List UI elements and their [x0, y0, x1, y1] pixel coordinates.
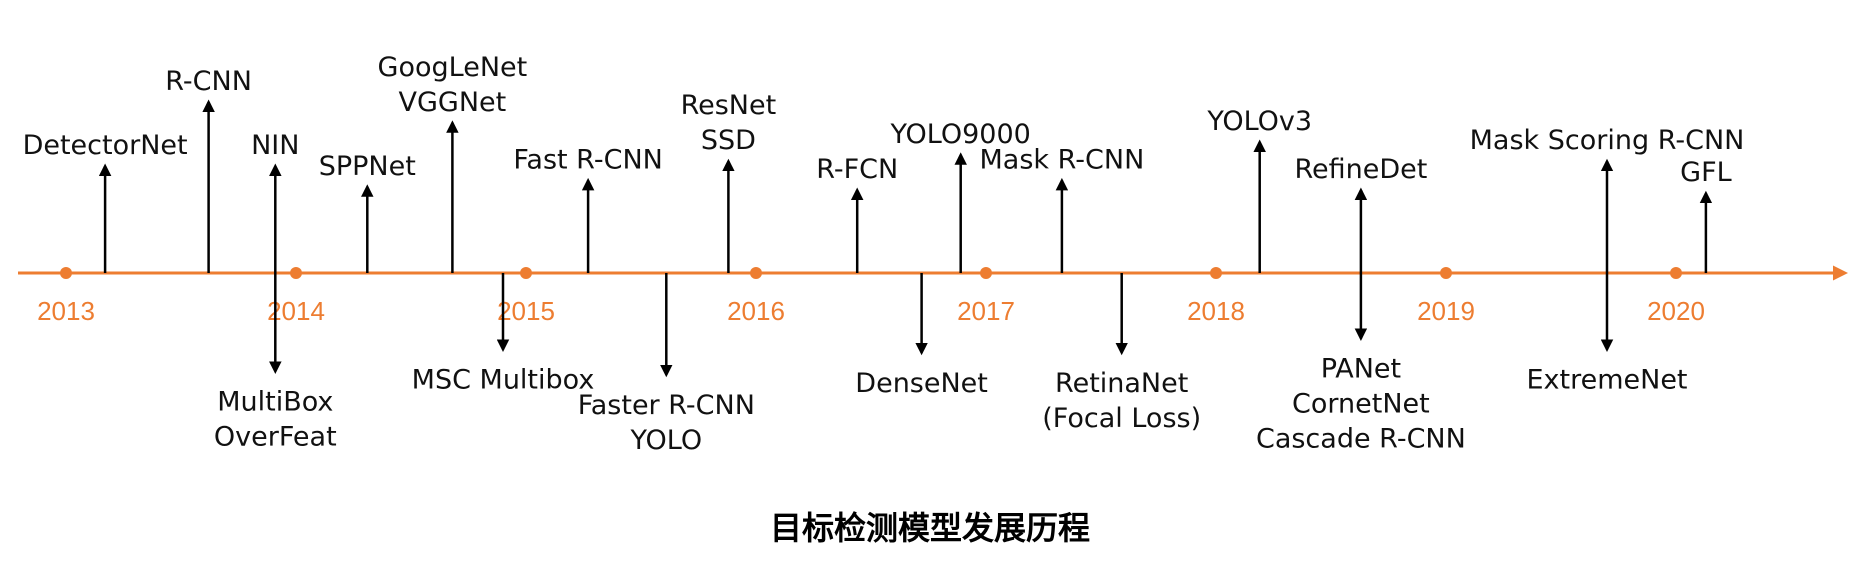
- event-retinanet: RetinaNet (Focal Loss): [1042, 273, 1201, 434]
- event-maskscoring: Mask Scoring R-CNN: [1470, 125, 1745, 273]
- event-yolov3: YOLOv3: [1206, 106, 1312, 273]
- label-line: SPPNet: [319, 151, 416, 182]
- event-densenet: DenseNet: [855, 273, 988, 399]
- event-msc: MSC Multibox: [412, 273, 595, 396]
- year-dot-2013: [60, 267, 72, 279]
- label-line: R-FCN: [816, 154, 898, 185]
- year-dot-2019: [1440, 267, 1452, 279]
- label-line: DetectorNet: [23, 130, 188, 161]
- year-dot-2015: [520, 267, 532, 279]
- year-label-2019: 2019: [1417, 296, 1475, 326]
- label-gfl: GFL: [1680, 157, 1732, 188]
- label-line: GoogLeNet: [378, 52, 528, 83]
- event-detectornet: DetectorNet: [23, 130, 188, 273]
- label-line: RefineDet: [1294, 154, 1427, 185]
- year-label-2017: 2017: [957, 296, 1015, 326]
- year-dot-2014: [290, 267, 302, 279]
- year-label-2016: 2016: [727, 296, 785, 326]
- year-dot-2020: [1670, 267, 1682, 279]
- label-line: PANet: [1321, 354, 1401, 385]
- year-label-2014: 2014: [267, 296, 325, 326]
- label-maskrcnn: Mask R-CNN: [980, 144, 1145, 175]
- label-sppnet: SPPNet: [319, 151, 416, 182]
- label-line: SSD: [701, 125, 756, 156]
- label-rfcn: R-FCN: [816, 154, 898, 185]
- label-line: RetinaNet: [1055, 368, 1188, 399]
- diagram-title: 目标检测模型发展历程: [770, 509, 1090, 547]
- label-line: VGGNet: [399, 87, 507, 118]
- year-dot-2018: [1210, 267, 1222, 279]
- label-detectornet: DetectorNet: [23, 130, 188, 161]
- label-line: CornetNet: [1292, 389, 1430, 420]
- label-line: ExtremeNet: [1526, 365, 1687, 396]
- label-line: ResNet: [681, 90, 777, 121]
- year-label-2018: 2018: [1187, 296, 1245, 326]
- event-fastrcnn: Fast R-CNN: [513, 144, 663, 273]
- event-yolo9000: YOLO9000: [890, 119, 1031, 273]
- year-markers: 2013 2014 2015 2016 2017 2018 2019 2020: [37, 267, 1705, 326]
- label-maskscoring: Mask Scoring R-CNN: [1470, 125, 1745, 156]
- year-dot-2016: [750, 267, 762, 279]
- label-rcnn: R-CNN: [165, 66, 252, 97]
- label-msc: MSC Multibox: [412, 365, 595, 396]
- label-line: Faster R-CNN: [578, 390, 755, 421]
- label-line: Cascade R-CNN: [1256, 424, 1466, 455]
- label-yolo9000: YOLO9000: [890, 119, 1031, 150]
- year-label-2015: 2015: [497, 296, 555, 326]
- label-yolov3: YOLOv3: [1206, 106, 1312, 137]
- label-fastrcnn: Fast R-CNN: [513, 144, 663, 175]
- event-sppnet: SPPNet: [319, 151, 416, 273]
- label-line: MSC Multibox: [412, 365, 595, 396]
- label-line: (Focal Loss): [1042, 403, 1201, 434]
- year-dot-2017: [980, 267, 992, 279]
- year-label-2013: 2013: [37, 296, 95, 326]
- label-line: Mask Scoring R-CNN: [1470, 125, 1745, 156]
- label-line: MultiBox: [217, 387, 333, 418]
- year-label-2020: 2020: [1647, 296, 1705, 326]
- label-line: OverFeat: [214, 422, 337, 453]
- label-densenet: DenseNet: [855, 368, 988, 399]
- event-extremenet: ExtremeNet: [1526, 273, 1688, 396]
- event-maskrcnn: Mask R-CNN: [980, 144, 1145, 273]
- label-line: DenseNet: [855, 368, 988, 399]
- label-nin: NIN: [251, 130, 299, 161]
- label-line: NIN: [251, 130, 299, 161]
- event-gfl: GFL: [1680, 157, 1732, 273]
- label-line: YOLO: [629, 425, 702, 456]
- event-rcnn: R-CNN: [165, 66, 252, 273]
- event-refinedet: RefineDet: [1294, 154, 1427, 273]
- label-line: YOLO9000: [890, 119, 1031, 150]
- label-line: YOLOv3: [1206, 106, 1312, 137]
- event-rfcn: R-FCN: [816, 154, 898, 273]
- label-extremenet: ExtremeNet: [1526, 365, 1687, 396]
- label-line: Fast R-CNN: [513, 144, 663, 175]
- event-nin: NIN: [251, 130, 299, 273]
- label-line: GFL: [1680, 157, 1732, 188]
- label-refinedet: RefineDet: [1294, 154, 1427, 185]
- label-line: Mask R-CNN: [980, 144, 1145, 175]
- event-fasterrcnn: Faster R-CNN YOLO: [578, 273, 755, 456]
- label-line: R-CNN: [165, 66, 252, 97]
- label-fasterrcnn: Faster R-CNN YOLO: [578, 390, 755, 456]
- label-retinanet: RetinaNet (Focal Loss): [1042, 368, 1201, 434]
